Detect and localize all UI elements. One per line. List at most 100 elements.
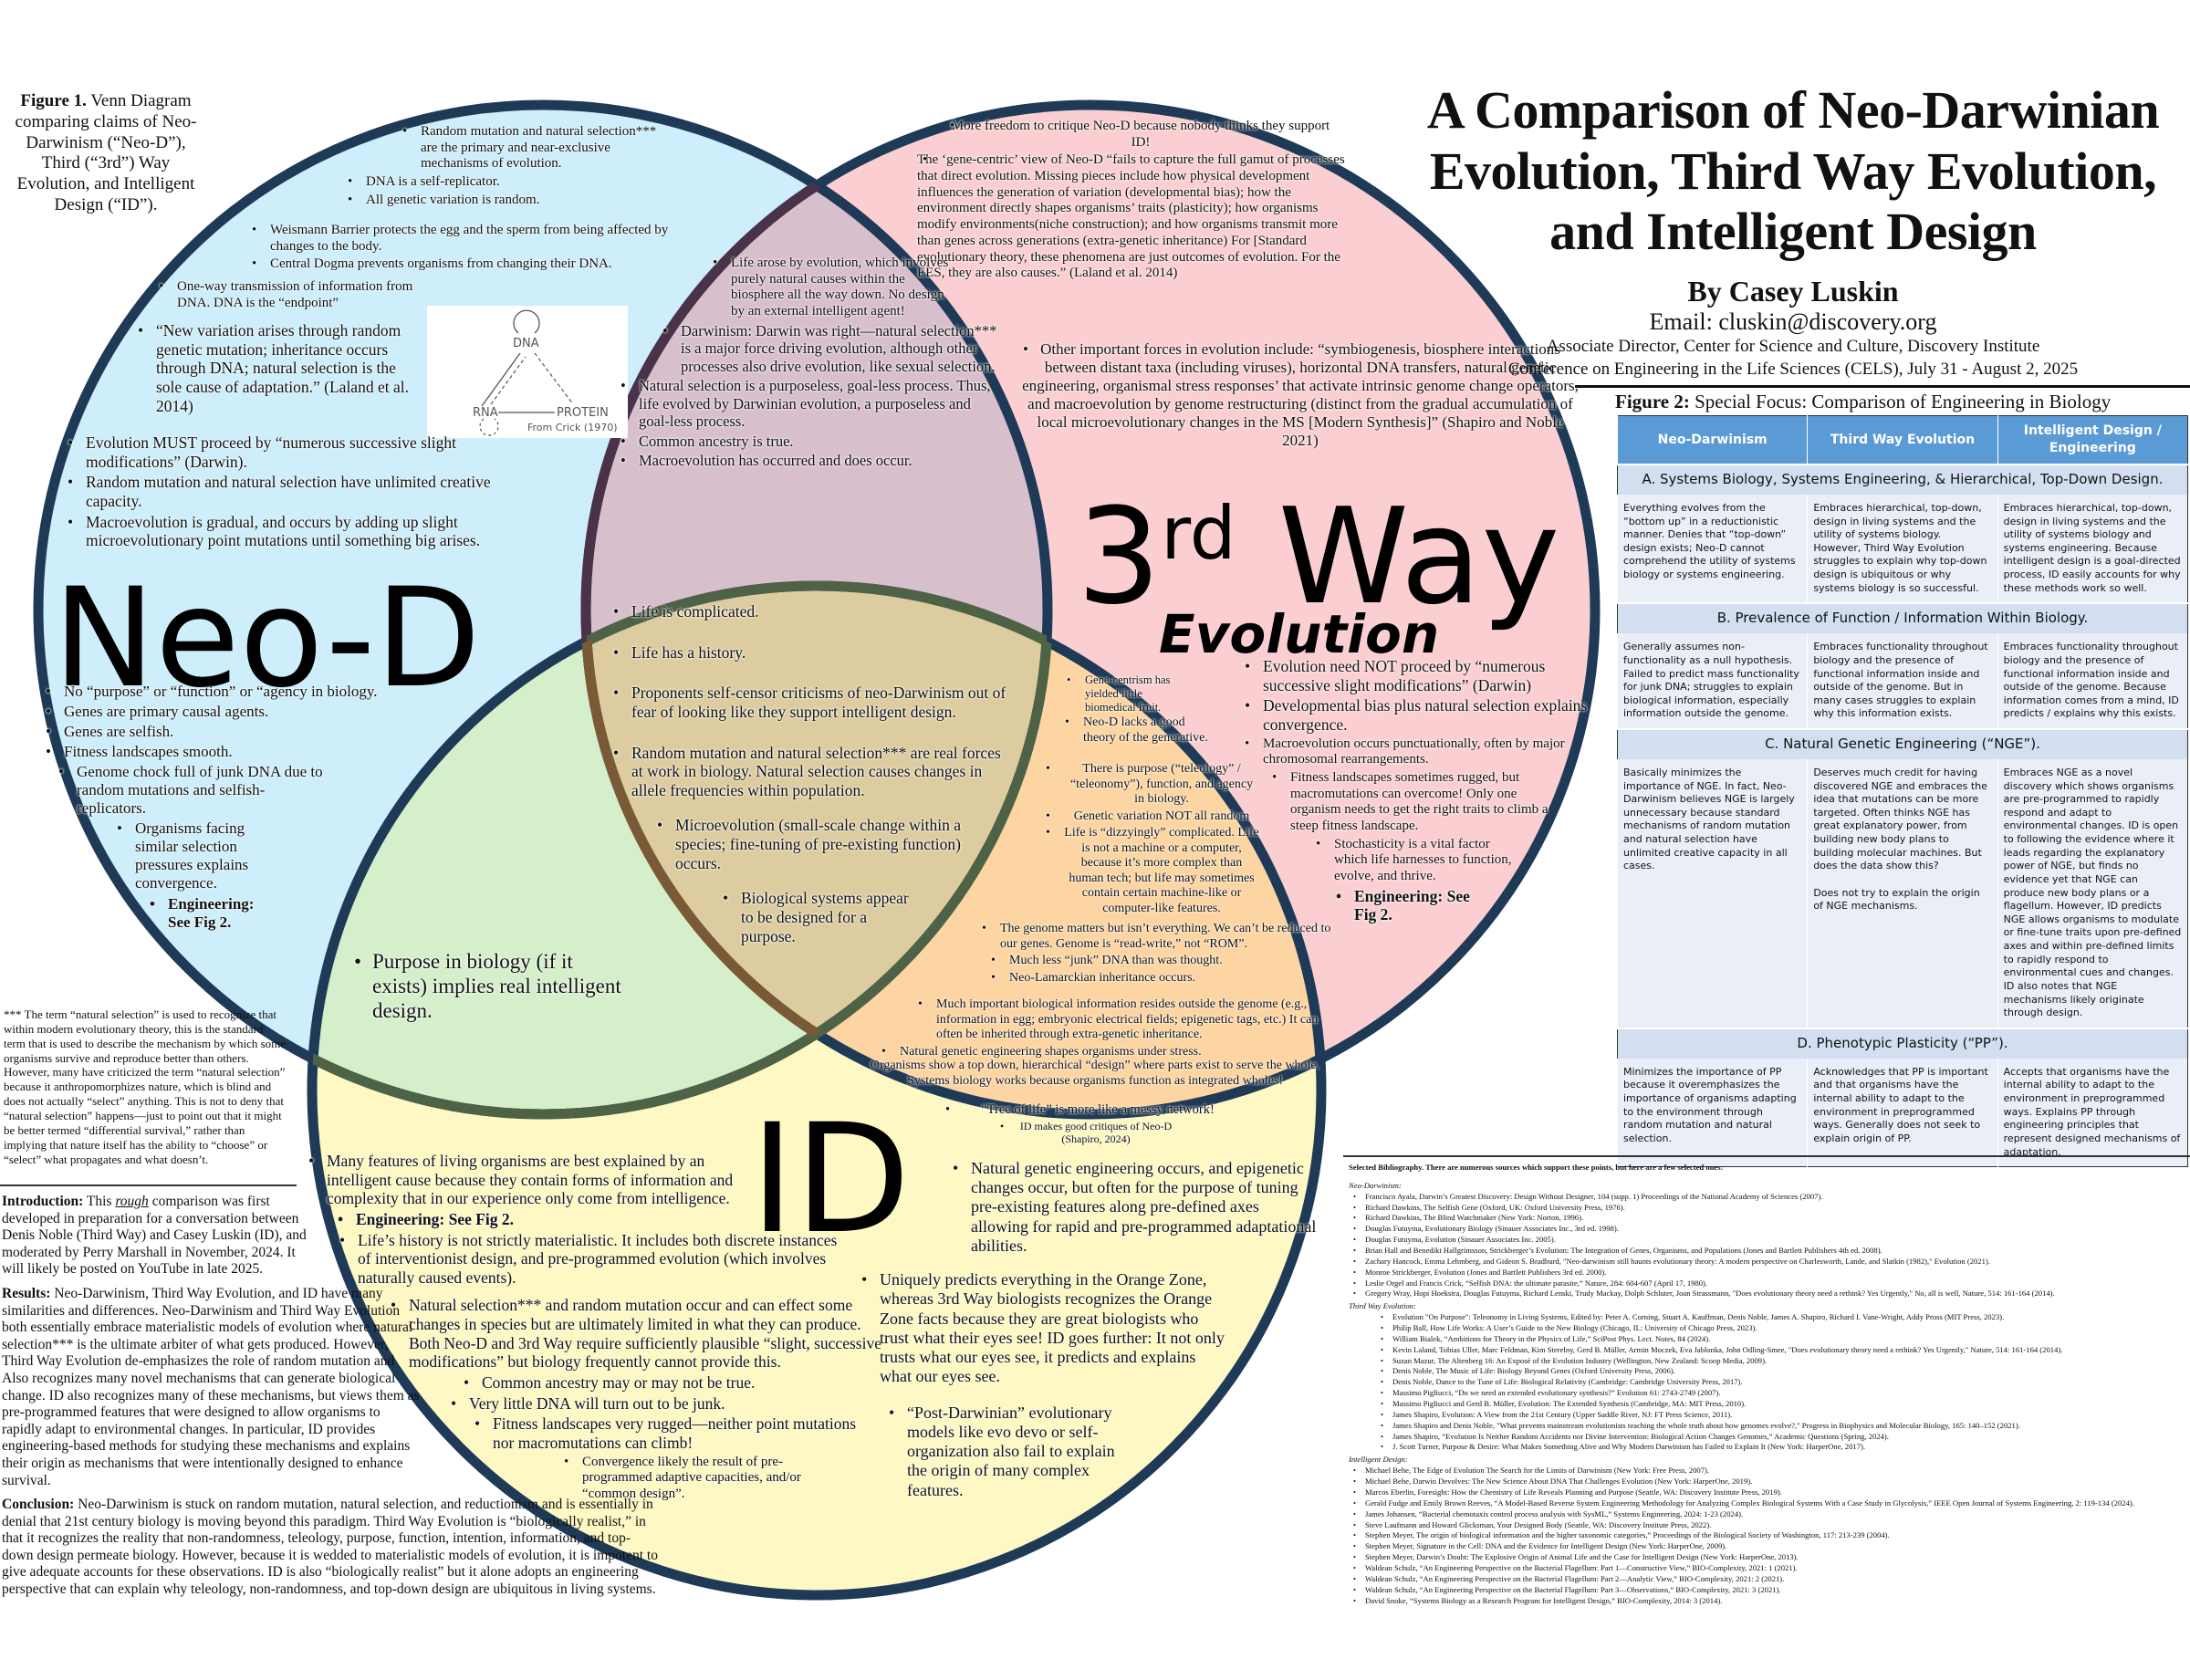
conclusion-text: Neo-Darwinism is stuck on random mutatio… [2,1497,658,1598]
table-cell: Embraces functionality throughout biolog… [1807,633,1998,729]
table-cell: Minimizes the importance of PP because i… [1616,1058,1808,1167]
bibliography-entry: Stephen Meyer, Signature in the Cell: DN… [1349,1541,2190,1552]
list-item: Purpose in biology (if it exists) implie… [349,949,622,1023]
third-way-numeral: 3 [1077,480,1162,634]
list-item: Other important forces in evolution incl… [1017,340,1583,450]
list-item: Random mutation and natural selection ha… [62,473,527,510]
list-item: Genes are selfish. [40,723,460,741]
bibliography-entry: James Shapiro, “Evolution Is Neither Ran… [1376,1432,2190,1443]
bibliography-list-intelligent-design: Michael Behe, The Edge of Evolution The … [1349,1466,2190,1606]
table-cell: Embraces hierarchical, top-down, design … [1807,494,1998,604]
third-way-id-overlap-c: The genome matters but isn’t everything.… [976,922,1341,987]
bibliography-entry: James Johansen, “Bacterial chemotaxis co… [1349,1509,2190,1520]
bibliography-entry: Gerald Fudge and Emily Brown Reeves, “A … [1349,1498,2190,1509]
bibliography-entry: Brian Hall and Benedikt Hallgrimsson, St… [1349,1246,2190,1257]
list-item: Weismann Barrier protects the egg and th… [246,223,684,255]
third-way-only-lower-region: Evolution need NOT proceed by “numerous … [1239,657,1604,926]
bibliography-entry: Steve Laufmann and Howard Glicksman, You… [1349,1520,2190,1531]
list-item: Fitness landscapes very rugged—neither p… [469,1414,858,1452]
intro-results-conclusion: Introduction: This rough comparison was … [2,1194,658,1606]
neo-d-id-overlap: Purpose in biology (if it exists) implie… [349,949,622,1025]
list-item: Life is “dizzyingly” complicated. Life i… [1040,826,1259,916]
bibliography-entry: James Shapiro, Evolution: A View from th… [1376,1410,2190,1421]
list-item: Life arose by evolution, which involves … [707,256,950,320]
bibliography-entry: Michael Behe, Darwin Devolves: The New S… [1349,1477,2190,1487]
list-item: Common ancestry is true. [615,433,995,451]
third-way-id-overlap-f: “Tree of life” is more like a messy netw… [940,1102,1232,1147]
list-item: Gene-centrism has yielded little biomedi… [1061,673,1185,714]
bibliography-entry: Evolution "On Purpose": Teleonomy in Liv… [1376,1312,2190,1323]
bibliography-entry: Massimo Pigliucci, “Do we need an extend… [1376,1388,2190,1399]
third-way-id-overlap-a: Gene-centrism has yielded little biomedi… [1054,673,1273,747]
list-item: “Tree of life” is more like a messy netw… [940,1102,1232,1118]
third-way-word: Way [1278,480,1560,634]
poster-title: A Comparison of Neo-Darwinian Evolution,… [1396,80,2190,263]
column-header-third-way: Third Way Evolution [1807,415,1998,464]
list-item: Engineering: See Fig 2. [144,895,277,932]
bibliography-entry: Leslie Orgel and Francis Crick, “Selfish… [1349,1278,2190,1289]
list-item: Macroevolution is gradual, and occurs by… [62,513,527,550]
bibliography: Selected Bibliography. There are numerou… [1349,1163,2190,1606]
id-only-region-left: Many features of living organisms are be… [303,1152,881,1505]
list-item: Darwinism: Darwin was right—natural sele… [657,322,1009,375]
list-item: Uniquely predicts everything in the Oran… [856,1270,1226,1386]
poster-title-line: A Comparison of Neo-Darwinian [1426,80,2160,140]
list-item: Much important biological information re… [912,997,1332,1043]
table-row: Generally assumes non-functionality as a… [1616,633,2188,729]
introduction-paragraph: Introduction: This rough comparison was … [2,1194,317,1278]
list-item: Genes are primary causal agents. [40,703,460,721]
table-cell: Embraces hierarchical, top-down, design … [1997,494,2188,604]
table-row: Basically minimizes the importance of NG… [1616,758,2188,1028]
figure2-caption-text: Special Focus: Comparison of Engineering… [1695,391,2112,412]
list-item: Natural selection is a purposeless, goal… [615,377,995,430]
list-item: “Post-Darwinian” evolutionary models lik… [883,1403,1135,1500]
list-item: Natural selection*** and random mutation… [385,1296,883,1372]
list-item: DNA is a self-replicator. [342,174,671,191]
third-way-only-region-a: More freedom to critique Neo-D because n… [917,119,1345,284]
neo-d-only-region-d: “New variation arises through random gen… [132,321,415,417]
id-label: ID [750,1091,911,1267]
third-way-evolution-label: Evolution [1159,603,1440,665]
list-item: No “purpose” or “function” or “agency in… [40,683,460,701]
list-item: Convergence likely the result of pre-pro… [558,1455,819,1503]
list-item: Macroevolution has occurred and does occ… [615,452,995,470]
list-item: The genome matters but isn’t everything.… [976,922,1341,952]
third-way-id-overlap-e: Organisms show a top down, hierarchical … [862,1059,1328,1089]
conference-name: Conference on Engineering in the Life Sc… [1507,360,2079,380]
table-cell: Embraces functionality throughout biolog… [1997,633,2188,729]
figure1-caption: Figure 1. Venn Diagram comparing claims … [5,91,206,216]
author: By Casey Luskin [1687,275,1899,308]
figure2-comparison-table: Neo-Darwinism Third Way Evolution Intell… [1616,415,2188,1168]
list-item: Microevolution (small-scale change withi… [652,816,967,872]
bibliography-entry: Waldean Schulz, “An Engineering Perspect… [1349,1585,2190,1596]
bibliography-entry: William Bialek, “Ambitions for Theory in… [1376,1334,2190,1345]
bibliography-entry: Denis Noble, The Music of Life: Biology … [1376,1366,2190,1377]
table-header-row: Neo-Darwinism Third Way Evolution Intell… [1616,415,2188,464]
bibliography-entry: Denis Noble, Dance to the Tune of Life: … [1376,1377,2190,1388]
list-item: Developmental bias plus natural selectio… [1239,696,1604,734]
bibliography-entry: Francisco Ayala, Darwin’s Greatest Disco… [1349,1192,2190,1203]
list-item: Random mutation and natural selection***… [397,124,671,172]
bibliography-entry: Stephen Meyer, The origin of biological … [1349,1530,2190,1541]
bibliography-entry: Philip Ball, How Life Works: A User’s Gu… [1376,1323,2190,1334]
list-item: ID makes good critiques of Neo-D (Shapir… [995,1120,1173,1145]
table-cell: Embraces NGE as a novel discovery which … [1997,758,2188,1028]
section-header-d: D. Phenotypic Plasticity (“PP”). [1617,1027,2188,1059]
table-cell: Deserves much credit for having discover… [1807,758,1998,1028]
figure1-label: Figure 1. [20,91,87,110]
list-item: Engineering: See Fig 2. [332,1210,759,1229]
list-item: Engineering: See Fig 2. [1330,887,1482,924]
table-cell: Basically minimizes the importance of NG… [1616,758,1808,1028]
column-header-intelligent-design: Intelligent Design / Engineering [1997,415,2188,464]
table-cell: Everything evolves from the “bottom up” … [1616,494,1808,604]
third-way-id-overlap-d: Much important biological information re… [881,997,1332,1061]
conclusion-paragraph: Conclusion: Neo-Darwinism is stuck on ra… [2,1497,659,1599]
list-item: “New variation arises through random gen… [132,321,415,415]
bibliography-entry: Kevin Laland, Tobias Uller, Marc Feldman… [1376,1345,2190,1356]
bibliography-entry: Massimo Pigliucci and Gerd B. Müller, Ev… [1376,1399,2190,1410]
section-header-c: C. Natural Genetic Engineering (“NGE”). [1617,728,2188,759]
bibliography-category: Intelligent Design: [1349,1455,1408,1465]
list-item: Central Dogma prevents organisms from ch… [246,256,684,273]
list-item: Evolution need NOT proceed by “numerous … [1239,657,1604,694]
bibliography-entry: J. Scott Turner, Purpose & Desire: What … [1376,1442,2190,1453]
